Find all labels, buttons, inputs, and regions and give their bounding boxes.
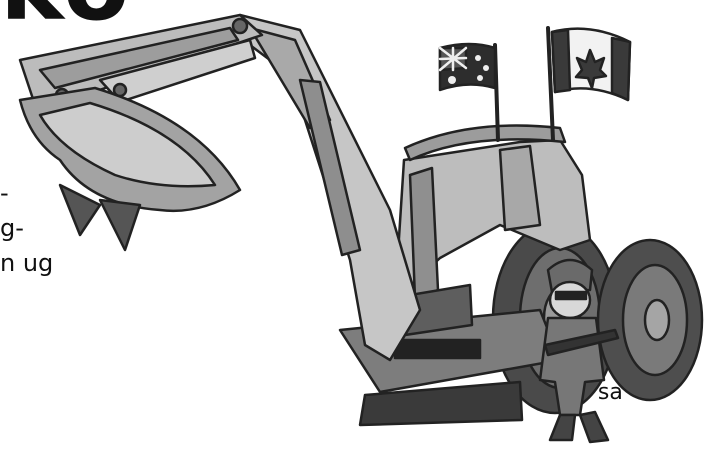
soldier-figure [538,258,620,444]
boom-arm [238,13,422,362]
front-wheel [596,238,704,402]
dipper-arm [18,13,264,107]
bucket [18,86,242,252]
tractor-cab [393,124,592,302]
canadian-flag-group [546,26,632,142]
page-heading-fragment: ko [0,0,131,34]
text-fragment-line-3: n ug [0,249,54,277]
australian-flag-group [438,42,500,142]
text-fragment-line-1: - [0,179,9,207]
text-fragment-line-2: g- [0,214,24,242]
